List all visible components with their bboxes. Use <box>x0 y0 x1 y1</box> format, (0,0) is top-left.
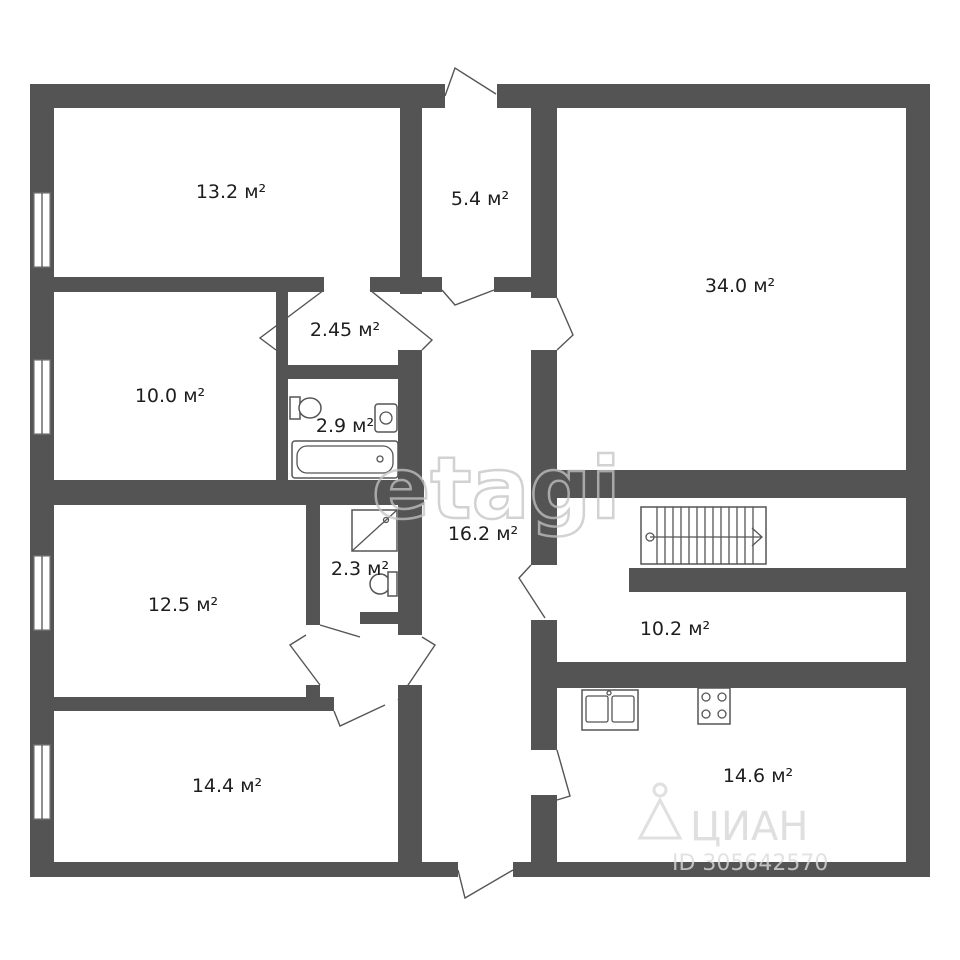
doors <box>258 66 574 900</box>
staircase-icon <box>640 506 767 565</box>
sink-icon <box>374 403 398 433</box>
windows <box>33 192 51 820</box>
room-labels: 13.2 м² 5.4 м² 34.0 м² 2.45 м² 10.0 м² 2… <box>135 181 793 797</box>
door-swing <box>369 289 434 351</box>
door-swing <box>333 704 386 727</box>
interior-walls <box>54 108 906 865</box>
door-swing <box>444 66 497 97</box>
area-label: 14.6 м² <box>723 765 793 787</box>
bathtub-icon <box>291 440 399 479</box>
area-label: 16.2 м² <box>448 523 518 545</box>
stove-icon <box>697 687 731 725</box>
shower-icon <box>351 509 398 552</box>
area-label: 10.2 м² <box>640 618 710 640</box>
door-swing <box>556 749 571 801</box>
cian-logo-icon <box>637 782 683 840</box>
area-label: 2.9 м² <box>316 415 374 437</box>
outer-walls <box>30 84 930 877</box>
area-label: 2.3 м² <box>331 558 389 580</box>
window <box>33 555 51 631</box>
door-swing <box>441 289 495 306</box>
cian-watermark: ЦИАН <box>690 804 808 850</box>
cian-id-watermark: ID 305642570 <box>672 851 828 876</box>
fixtures <box>289 396 767 731</box>
area-label: 13.2 м² <box>196 181 266 203</box>
area-label: 34.0 м² <box>705 275 775 297</box>
area-label: 2.45 м² <box>310 319 380 341</box>
window <box>33 192 51 268</box>
area-label: 14.4 м² <box>192 775 262 797</box>
etagi-watermark: etagi <box>372 439 621 539</box>
door-swing <box>319 624 361 638</box>
toilet-icon <box>289 396 322 420</box>
door-swing <box>457 869 514 900</box>
window <box>33 359 51 435</box>
door-swing <box>258 289 325 351</box>
toilet-icon <box>369 571 398 597</box>
door-swing <box>518 564 546 619</box>
door-swing <box>288 634 321 686</box>
area-label: 12.5 м² <box>148 594 218 616</box>
area-label: 5.4 м² <box>451 188 509 210</box>
door-swing <box>397 636 436 701</box>
area-label: 10.0 м² <box>135 385 205 407</box>
kitchen-sink-icon <box>581 689 639 731</box>
door-swing <box>556 297 574 351</box>
window <box>33 744 51 820</box>
